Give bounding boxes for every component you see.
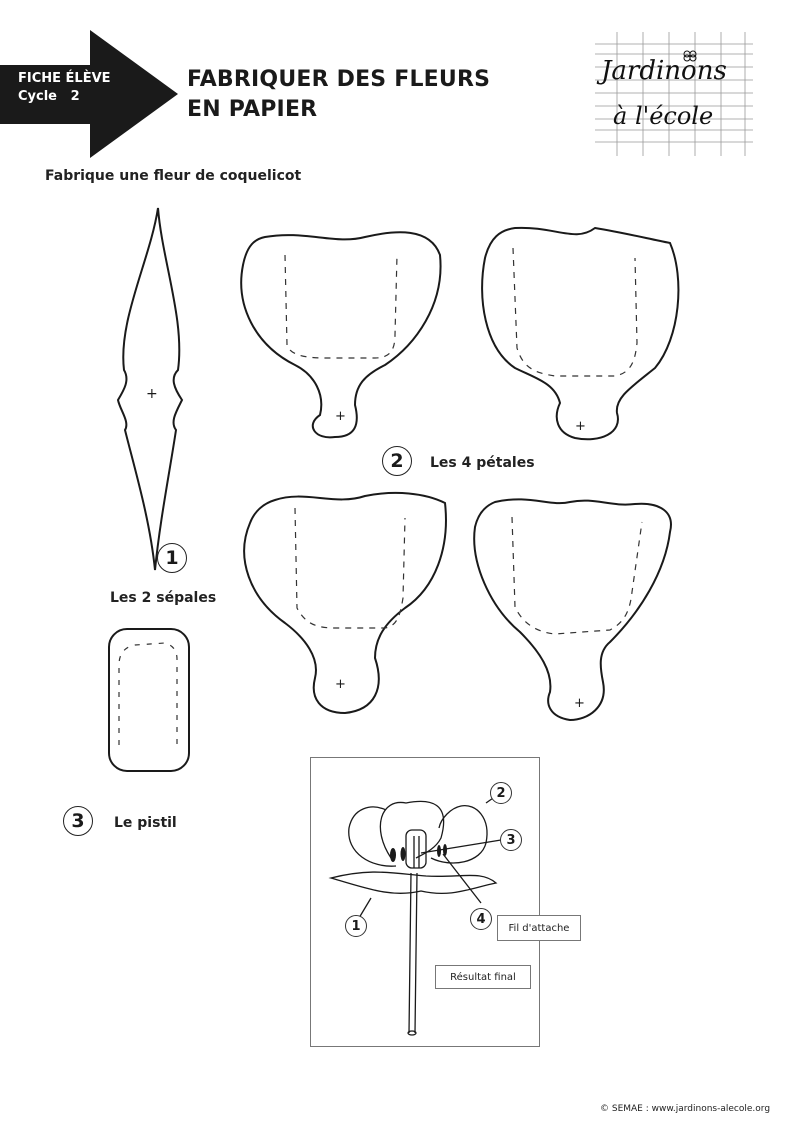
banner-line-2: Cycle 2 xyxy=(18,89,80,104)
notebook-grid-icon xyxy=(595,32,753,156)
fil-attache-tag: Fil d'attache xyxy=(497,915,581,941)
title-line-1: FABRIQUER DES FLEURS xyxy=(187,67,491,92)
final-result-panel: 2 3 4 1 Fil d'attache Résultat final xyxy=(310,757,581,1047)
arrow-banner-icon xyxy=(0,30,178,158)
petal-template-shape-2: + xyxy=(481,226,680,441)
part-number-2: 2 xyxy=(382,446,412,476)
petal-template-shape-4: + xyxy=(473,498,672,722)
page-title: FABRIQUER DES FLEURS EN PAPIER xyxy=(187,65,490,125)
resultat-final-tag: Résultat final xyxy=(435,965,531,989)
banner-line-1: FICHE ÉLÈVE xyxy=(18,71,111,86)
title-line-2: EN PAPIER xyxy=(187,97,318,122)
sepals-label: Les 2 sépales xyxy=(110,590,217,606)
part-number-1: 1 xyxy=(157,543,187,573)
petals-label: Les 4 pétales xyxy=(430,455,535,471)
petal-template-shape-1: + xyxy=(240,231,442,439)
copyright-footer: © SEMAE : www.jardinons-alecole.org xyxy=(600,1104,771,1114)
part-number-3: 3 xyxy=(63,806,93,836)
center-mark: + xyxy=(335,409,346,424)
fiche-eleve-label: FICHE ÉLÈVE Cycle 2 xyxy=(18,70,111,106)
jardinons-logo: Jardinons à l'école xyxy=(595,32,753,156)
instruction-subtitle: Fabrique une fleur de coquelicot xyxy=(45,168,302,184)
logo-line-2: à l'école xyxy=(613,102,714,130)
callout-1: 1 xyxy=(345,915,367,937)
callout-4: 4 xyxy=(470,908,492,930)
center-mark: + xyxy=(574,696,585,711)
pistil-label: Le pistil xyxy=(114,815,177,831)
center-mark: + xyxy=(146,386,158,402)
petal-template-shape-3: + xyxy=(243,491,447,715)
center-mark: + xyxy=(335,677,346,692)
sepal-template-shape: + xyxy=(116,207,184,571)
logo-line-1: Jardinons xyxy=(601,56,727,86)
pistil-template-shape xyxy=(108,628,190,772)
center-mark: + xyxy=(575,419,586,434)
callout-2: 2 xyxy=(490,782,512,804)
assembled-flower-illustration xyxy=(328,795,502,1036)
flower-icon xyxy=(683,50,697,62)
callout-3: 3 xyxy=(500,829,522,851)
